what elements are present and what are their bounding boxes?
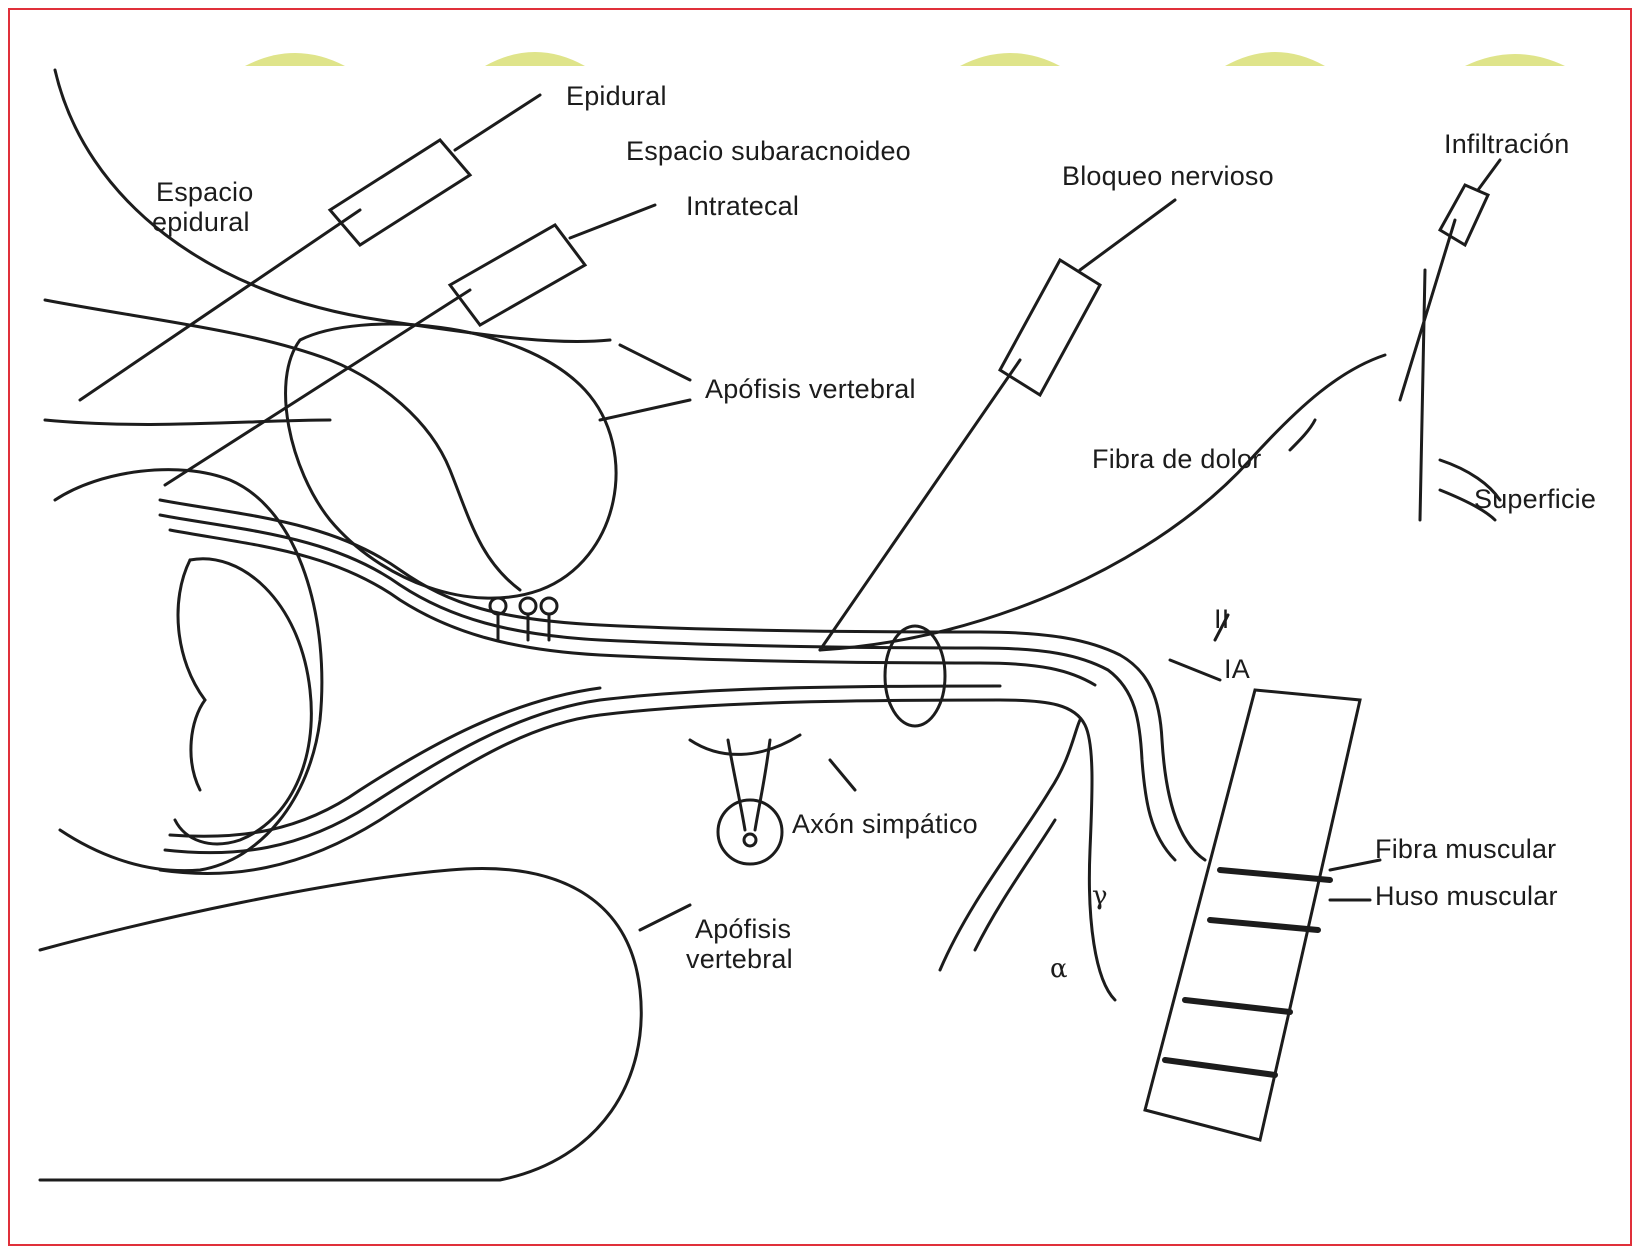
sympathetic-ganglion [718, 800, 782, 864]
label-fiber-ia: IA [1224, 655, 1250, 685]
dorsal-root [160, 500, 1205, 860]
label-fiber-ii: II [1214, 605, 1229, 635]
intratecal-needle [165, 205, 655, 485]
upper-vertebral-process [286, 324, 616, 598]
label-apofisis-vertebral-lower-line2: vertebral [686, 945, 793, 975]
ligament-outline [55, 70, 610, 342]
nerve-block-needle [820, 200, 1175, 650]
ventral-root [160, 700, 1115, 1000]
label-fibra-muscular: Fibra muscular [1375, 835, 1556, 865]
label-bloqueo-nervioso: Bloqueo nervioso [1062, 162, 1274, 192]
label-intratecal: Intratecal [686, 192, 799, 222]
label-superficie: Superficie [1474, 485, 1596, 515]
label-fibra-de-dolor: Fibra de dolor [1092, 445, 1261, 475]
label-alpha: α [1050, 955, 1068, 984]
lower-vertebral-process [40, 869, 641, 1181]
label-espacio-epidural-line1: Espacio [156, 178, 253, 208]
label-epidural: Epidural [566, 82, 667, 112]
label-huso-muscular: Huso muscular [1375, 882, 1558, 912]
label-gamma: γ [1092, 882, 1108, 911]
infiltration-needle [1400, 160, 1500, 520]
label-apofisis-vertebral-upper: Apófisis vertebral [705, 375, 916, 405]
label-espacio-subaracnoideo: Espacio subaracnoideo [626, 137, 911, 167]
label-espacio-epidural-line2: epidural [152, 208, 250, 238]
label-apofisis-vertebral-lower-line1: Apófisis [695, 915, 791, 945]
decorative-arcs [245, 52, 1565, 66]
epidural-layer [45, 300, 520, 590]
label-infiltracion: Infiltración [1444, 130, 1569, 160]
label-axon-simpatico: Axón simpático [792, 810, 978, 840]
